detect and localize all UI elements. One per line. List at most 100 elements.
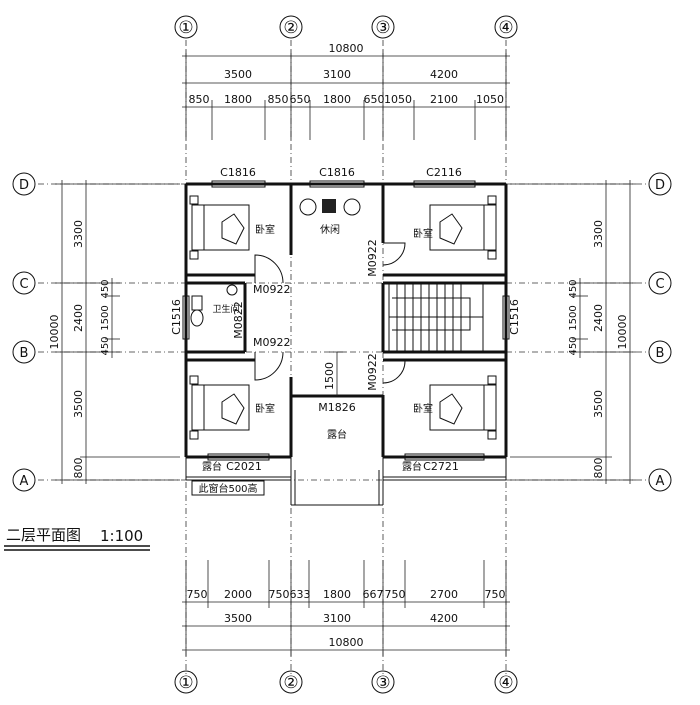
lounge-table-icon <box>299 198 361 216</box>
dim-right-bay-4: 800 <box>592 458 605 479</box>
dim-top-bay-1: 3500 <box>224 68 252 81</box>
dim-bottom-open-6: 667 <box>363 588 384 601</box>
room-bath: 卫生间 <box>212 303 239 315</box>
dim-bottom-open-7: 750 <box>385 588 406 601</box>
stair <box>388 282 484 353</box>
dim-bottom-open-2: 2000 <box>224 588 252 601</box>
dim-left-bay-3: 3500 <box>72 390 85 418</box>
label-m0922-bath-top: M0922 <box>253 283 291 296</box>
dim-top-open-6: 650 <box>364 93 385 106</box>
dim-bottom-bay-2: 3100 <box>323 612 351 625</box>
title-text: 二层平面图 <box>6 526 81 544</box>
dim-left-sub-3: 450 <box>100 336 111 355</box>
dim-bottom-open-4: 633 <box>290 588 311 601</box>
axis-bubble-2-bottom: ② <box>279 670 303 694</box>
dim-right-total: 10000 <box>616 315 629 350</box>
label-c1816-left: C1816 <box>220 166 256 179</box>
dim-left-total: 10000 <box>48 315 61 350</box>
label-c1516-right: C1516 <box>508 299 521 335</box>
axis-bubble-D-left: D <box>12 172 36 196</box>
dim-top-open-2: 1800 <box>224 93 252 106</box>
axis-bubble-1-bottom: ① <box>174 670 198 694</box>
svg-text:④: ④ <box>498 673 513 693</box>
title-scale: 1:100 <box>100 527 143 545</box>
dim-top-open-7: 1050 <box>384 93 412 106</box>
dim-top-open-3: 850 <box>268 93 289 106</box>
dim-right-bay-2: 2400 <box>592 304 605 332</box>
axis-bubble-3-top: ③ <box>371 15 395 39</box>
svg-text:③: ③ <box>375 673 390 693</box>
dim-bottom-open-1: 750 <box>187 588 208 601</box>
dim-right-sub-1: 450 <box>568 279 579 298</box>
dim-right-sub-2: 1500 <box>568 305 579 330</box>
windows <box>182 180 510 461</box>
dim-bottom-open-9: 750 <box>485 588 506 601</box>
dim-bottom-bay-1: 3500 <box>224 612 252 625</box>
label-m0922-ne: M0922 <box>366 239 379 277</box>
walls <box>184 182 508 506</box>
label-c2721: C2721 <box>423 460 459 473</box>
axis-bubble-2-top: ② <box>279 15 303 39</box>
drawing-title: 二层平面图 1:100 <box>4 526 150 551</box>
dim-bottom-open-3: 750 <box>269 588 290 601</box>
bottom-dimensions: 750 2000 750 633 1800 667 750 2700 750 3… <box>182 560 510 656</box>
label-c1516-left: C1516 <box>170 299 183 335</box>
svg-text:D: D <box>19 178 29 193</box>
axis-bubble-C-left: C <box>12 271 36 295</box>
dim-bottom-open-5: 1800 <box>323 588 351 601</box>
label-c2116: C2116 <box>426 166 462 179</box>
axis-bubble-3-bottom: ③ <box>371 670 395 694</box>
svg-text:①: ① <box>178 673 193 693</box>
toilet-icon <box>190 284 238 327</box>
dim-top-open-8: 2100 <box>430 93 458 106</box>
svg-text:①: ① <box>178 18 193 38</box>
label-c1816-mid: C1816 <box>319 166 355 179</box>
svg-text:②: ② <box>283 673 298 693</box>
dim-top-open-9: 1050 <box>476 93 504 106</box>
svg-text:A: A <box>20 474 29 489</box>
axis-bubble-A-right: A <box>648 468 672 492</box>
dim-top-bay-2: 3100 <box>323 68 351 81</box>
axis-bubble-1-top: ① <box>174 15 198 39</box>
axis-bubble-4-bottom: ④ <box>494 670 518 694</box>
svg-text:④: ④ <box>498 18 513 38</box>
room-bed-ne: 卧室 <box>413 227 433 240</box>
label-m0822: M0822 <box>232 301 245 339</box>
room-lounge: 休闲 <box>320 223 340 236</box>
room-terrace-mid: 露台 <box>327 428 347 441</box>
room-bed-nw: 卧室 <box>255 223 275 236</box>
label-m1826: M1826 <box>318 401 356 414</box>
axis-bubble-B-right: B <box>648 340 672 364</box>
top-dimensions: 10800 3500 3100 4200 850 1800 850 650 18… <box>182 42 510 140</box>
left-dimensions: 10000 3300 2400 3500 800 450 1500 450 <box>48 180 180 484</box>
dim-left-sub-1: 450 <box>100 279 111 298</box>
bed-se-icon <box>429 375 497 440</box>
label-inner-1500: 1500 <box>323 362 336 390</box>
dim-right-sub-3: 450 <box>568 336 579 355</box>
dim-top-total: 10800 <box>329 42 364 55</box>
bed-sw-icon <box>189 375 250 440</box>
axis-bubble-4-top: ④ <box>494 15 518 39</box>
svg-text:D: D <box>655 178 665 193</box>
label-m0922-se: M0922 <box>366 353 379 391</box>
axis-lines <box>38 40 648 675</box>
axis-bubble-A-left: A <box>12 468 36 492</box>
label-c2021: C2021 <box>226 460 262 473</box>
dim-top-open-5: 1800 <box>323 93 351 106</box>
svg-text:C: C <box>19 277 28 292</box>
svg-text:②: ② <box>283 18 298 38</box>
label-m0922-bath-bottom: M0922 <box>253 336 291 349</box>
dim-right-bay-1: 3300 <box>592 220 605 248</box>
svg-text:③: ③ <box>375 18 390 38</box>
dim-bottom-bay-3: 4200 <box>430 612 458 625</box>
room-terrace-se: 露台 <box>402 460 422 473</box>
dim-left-sub-2: 1500 <box>100 305 111 330</box>
room-terrace-sw: 露台 <box>202 460 222 473</box>
bed-nw-icon <box>189 195 250 260</box>
room-bed-sw: 卧室 <box>255 402 275 415</box>
svg-text:B: B <box>20 346 29 361</box>
right-dimensions: 450 1500 450 3300 2400 3500 800 10000 <box>510 180 636 484</box>
room-bed-se: 卧室 <box>413 402 433 415</box>
axis-bubble-D-right: D <box>648 172 672 196</box>
